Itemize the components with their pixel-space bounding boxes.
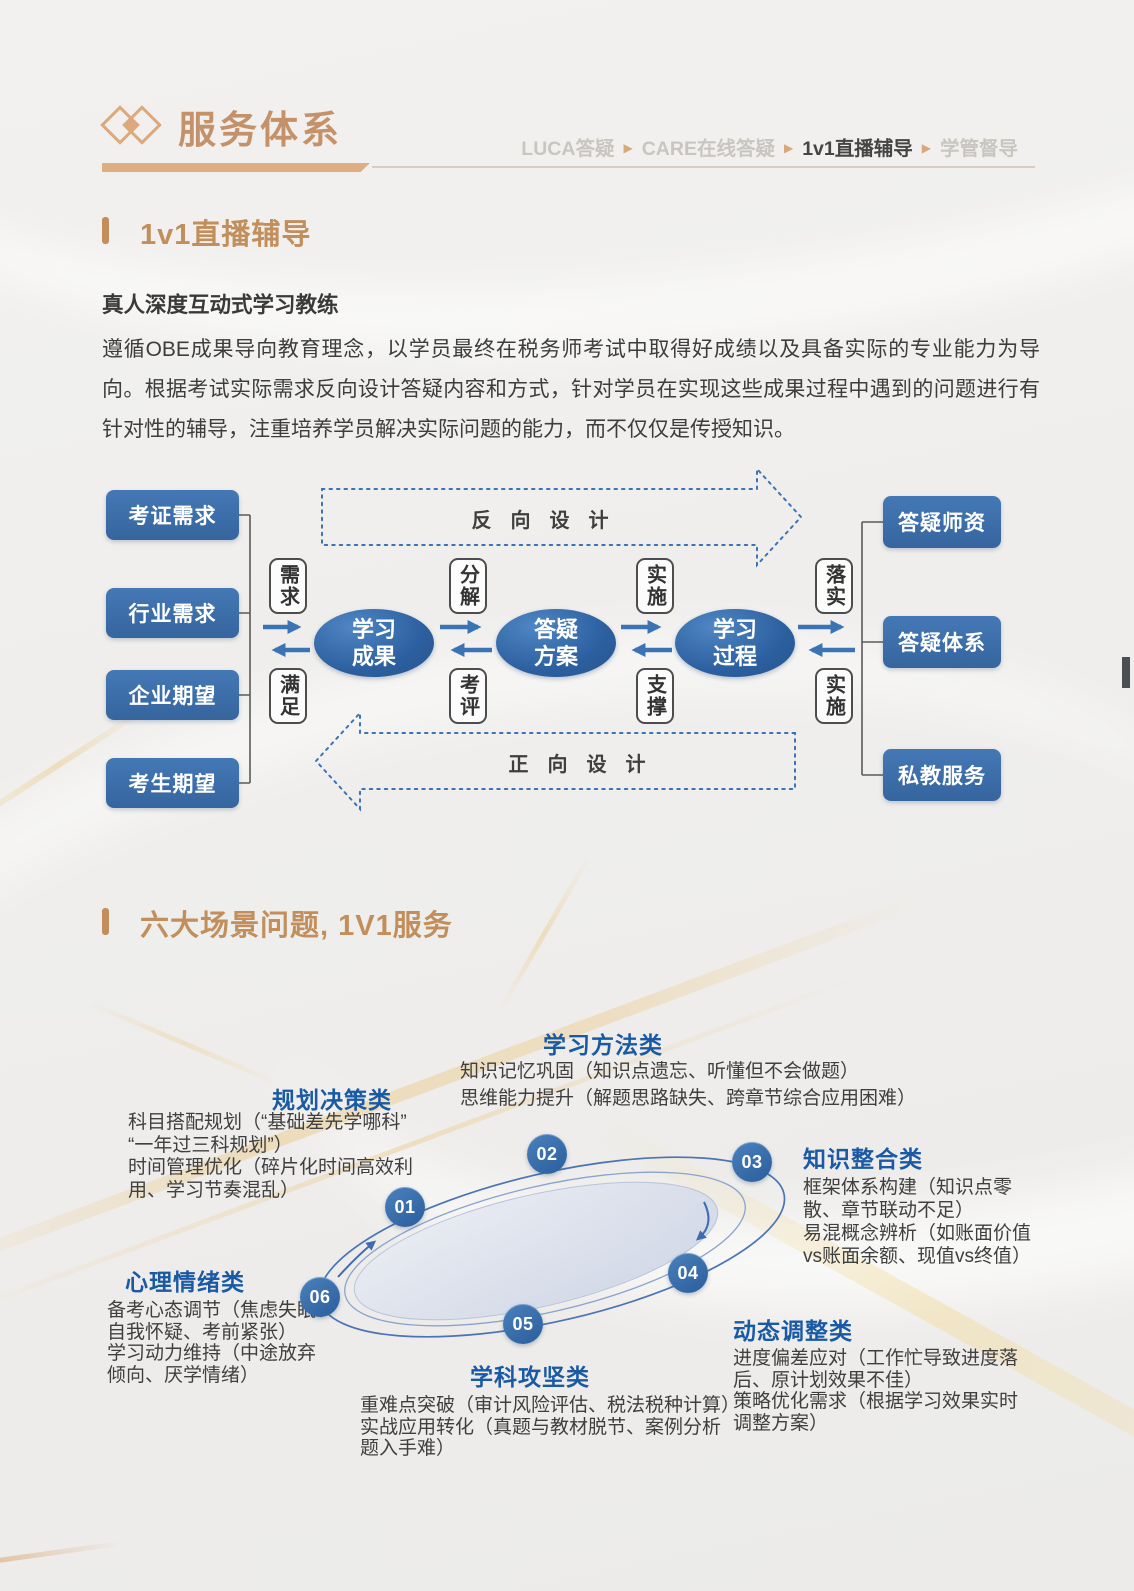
- breadcrumb-arrow-icon: ▶: [623, 140, 633, 155]
- header-rule: [372, 166, 1035, 168]
- category-lines-adjustment: 进度偏差应对（工作忙导致进度落 后、原计划效果不佳） 策略优化需求（根据学习效果…: [733, 1348, 1019, 1434]
- flow-box-qa-teachers: 答疑师资: [883, 496, 1001, 548]
- flow-box-private-tutoring: 私教服务: [883, 749, 1001, 801]
- badge-03: 03: [732, 1142, 772, 1182]
- edge-label-carry-out: 落实: [815, 558, 853, 614]
- category-title-adjustment: 动态调整类: [733, 1318, 853, 1344]
- category-lines-planning: 科目搭配规划（“基础差先学哪科” “一年过三科规划”） 时间管理优化（碎片化时间…: [128, 1112, 414, 1201]
- node-label: 学习 过程: [712, 617, 757, 669]
- section1-subtitle: 真人深度互动式学习教练: [102, 293, 339, 317]
- node-learning-process: 学习 过程: [675, 609, 795, 677]
- edge-label-implement-2: 实施: [815, 668, 853, 724]
- breadcrumb-arrow-icon: ▶: [783, 140, 794, 155]
- category-title-methods: 学习方法类: [543, 1032, 663, 1058]
- section2-title: 六大场景问题, 1V1服务: [140, 910, 453, 942]
- double-diamond-icon: [100, 104, 168, 148]
- category-lines-subject: 重难点突破（审计风险评估、税法税种计算） 实战应用转化（真题与教材脱节、案例分析…: [360, 1395, 741, 1459]
- breadcrumb-item-1v1[interactable]: 1v1直播辅导: [802, 138, 913, 160]
- section-marker: [102, 217, 109, 244]
- section1-paragraph: 遵循OBE成果导向教育理念，以学员最终在税务师考试中取得好成绩以及具备实际的专业…: [102, 338, 1040, 441]
- flow-box-certification-demand: 考证需求: [106, 490, 239, 540]
- badge-01: 01: [385, 1187, 425, 1227]
- node-label: 答疑 方案: [533, 617, 578, 669]
- flow-box-candidate-expectation: 考生期望: [106, 758, 239, 808]
- flow-box-industry-demand: 行业需求: [106, 588, 239, 638]
- edge-label-demand: 需求: [269, 558, 307, 614]
- category-title-integration: 知识整合类: [803, 1146, 923, 1172]
- edge-label-satisfy: 满足: [269, 668, 307, 724]
- title-underline: [102, 163, 370, 172]
- section-marker: [102, 908, 109, 935]
- breadcrumb-arrow-icon: ▶: [921, 140, 931, 155]
- page-title: 服务体系: [178, 110, 343, 152]
- section1-title: 1v1直播辅导: [140, 219, 312, 251]
- breadcrumb-item-luca[interactable]: LUCA答疑: [521, 138, 615, 160]
- edge-label-support: 支撑: [636, 668, 674, 724]
- edge-label-implement: 实施: [636, 558, 674, 614]
- reverse-design-label: 反向设计: [471, 510, 628, 532]
- badge-06: 06: [300, 1277, 340, 1317]
- edge-label-decompose: 分解: [449, 558, 487, 614]
- category-title-psychology: 心理情绪类: [125, 1269, 245, 1295]
- node-label: 学习 成果: [351, 617, 396, 669]
- category-title-subject: 学科攻坚类: [470, 1364, 590, 1390]
- flow-box-qa-system: 答疑体系: [883, 616, 1001, 668]
- node-learning-outcome: 学习 成果: [314, 609, 434, 677]
- flow-box-enterprise-expectation: 企业期望: [106, 670, 239, 720]
- forward-design-label: 正向设计: [508, 754, 665, 776]
- category-lines-integration: 框架体系构建（知识点零 散、章节联动不足） 易混概念辨析（如账面价值 vs账面余…: [803, 1177, 1032, 1267]
- page-edge-tab: [1122, 657, 1130, 688]
- badge-02: 02: [527, 1134, 567, 1174]
- breadcrumb: LUCA答疑 ▶ CARE在线答疑 ▶ 1v1直播辅导 ▶ 学管督导: [440, 132, 1018, 161]
- edge-label-assess: 考评: [449, 668, 487, 724]
- badge-05: 05: [503, 1304, 543, 1344]
- category-lines-methods: 知识记忆巩固（知识点遗忘、听懂但不会做题） 思维能力提升（解题思路缺失、跨章节综…: [460, 1061, 917, 1109]
- breadcrumb-item-supervision[interactable]: 学管督导: [939, 138, 1018, 160]
- category-lines-psychology: 备考心态调节（焦虑失眠、 自我怀疑、考前紧张） 学习动力维持（中途放弃 倾向、厌…: [107, 1300, 336, 1386]
- breadcrumb-item-care[interactable]: CARE在线答疑: [641, 138, 775, 160]
- node-qa-plan: 答疑 方案: [496, 609, 616, 677]
- category-title-planning: 规划决策类: [272, 1087, 392, 1113]
- badge-04: 04: [668, 1253, 708, 1293]
